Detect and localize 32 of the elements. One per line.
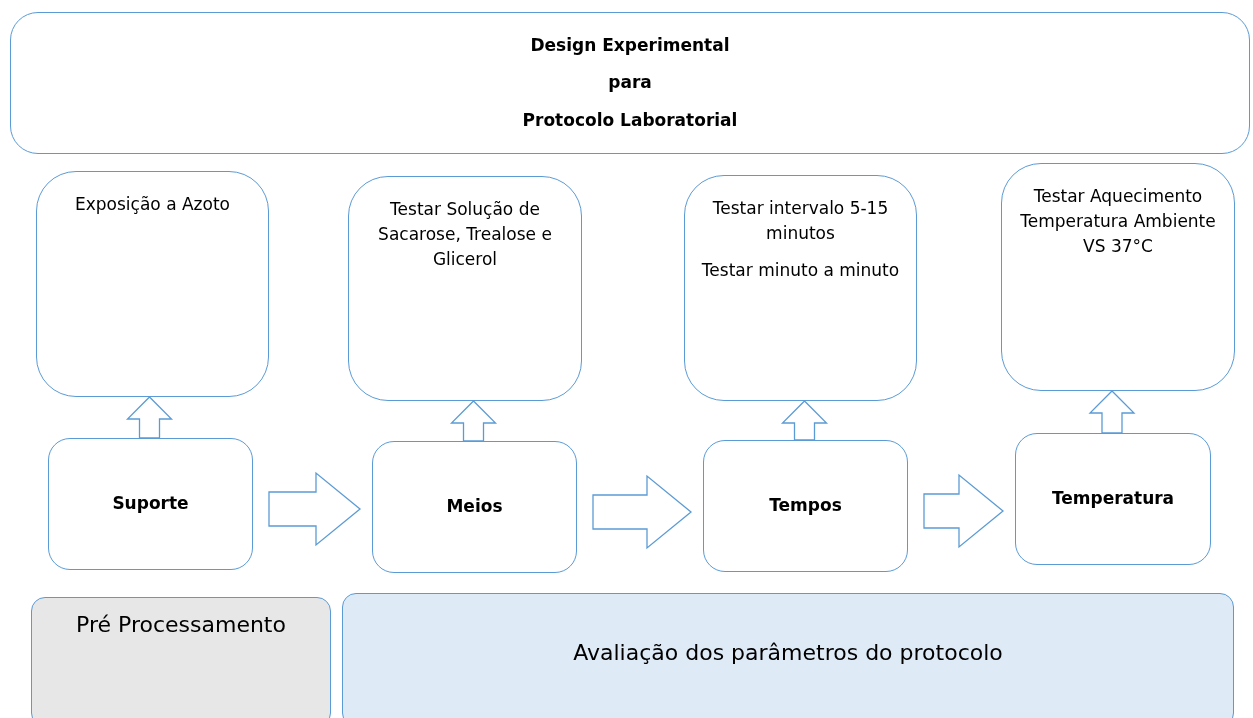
title-box — [10, 12, 1250, 154]
detail-box — [36, 171, 269, 397]
node-text: Testar Solução de Sacarose, Trealose e Glicerol — [377, 198, 553, 271]
detail-box — [1001, 163, 1235, 391]
node-text: Temperatura — [1051, 487, 1175, 511]
node-text: Protocolo Laboratorial — [522, 108, 738, 132]
node-text: Testar Aquecimento Temperatura Ambiente VS 37°C — [1019, 185, 1217, 258]
node-text: Avaliação dos parâmetros do protocolo — [573, 638, 1003, 667]
step-box — [372, 441, 577, 573]
phase-box — [31, 597, 331, 718]
detail-box — [348, 176, 582, 401]
node-text: Meios — [446, 495, 503, 519]
block-arrow — [268, 471, 362, 547]
block-arrow — [125, 396, 174, 439]
node-text: Pré Processamento — [76, 611, 286, 639]
step-box — [1015, 433, 1211, 565]
block-arrow — [592, 474, 693, 550]
node-text: para — [608, 71, 652, 95]
node-text: Tempos — [769, 494, 842, 518]
node-text: Exposição a Azoto — [75, 193, 230, 216]
phase-box — [342, 593, 1234, 718]
node-text: Testar intervalo 5-15 minutos — [711, 197, 890, 245]
block-arrow — [923, 473, 1005, 549]
node-text: Suporte — [112, 492, 189, 516]
step-box — [48, 438, 253, 570]
block-arrow — [449, 400, 498, 442]
block-arrow — [1088, 390, 1136, 434]
step-box — [703, 440, 908, 572]
block-arrow — [780, 400, 829, 441]
node-text: Design Experimental — [530, 33, 730, 57]
node-text: Testar minuto a minuto — [701, 259, 900, 282]
detail-box — [684, 175, 917, 401]
